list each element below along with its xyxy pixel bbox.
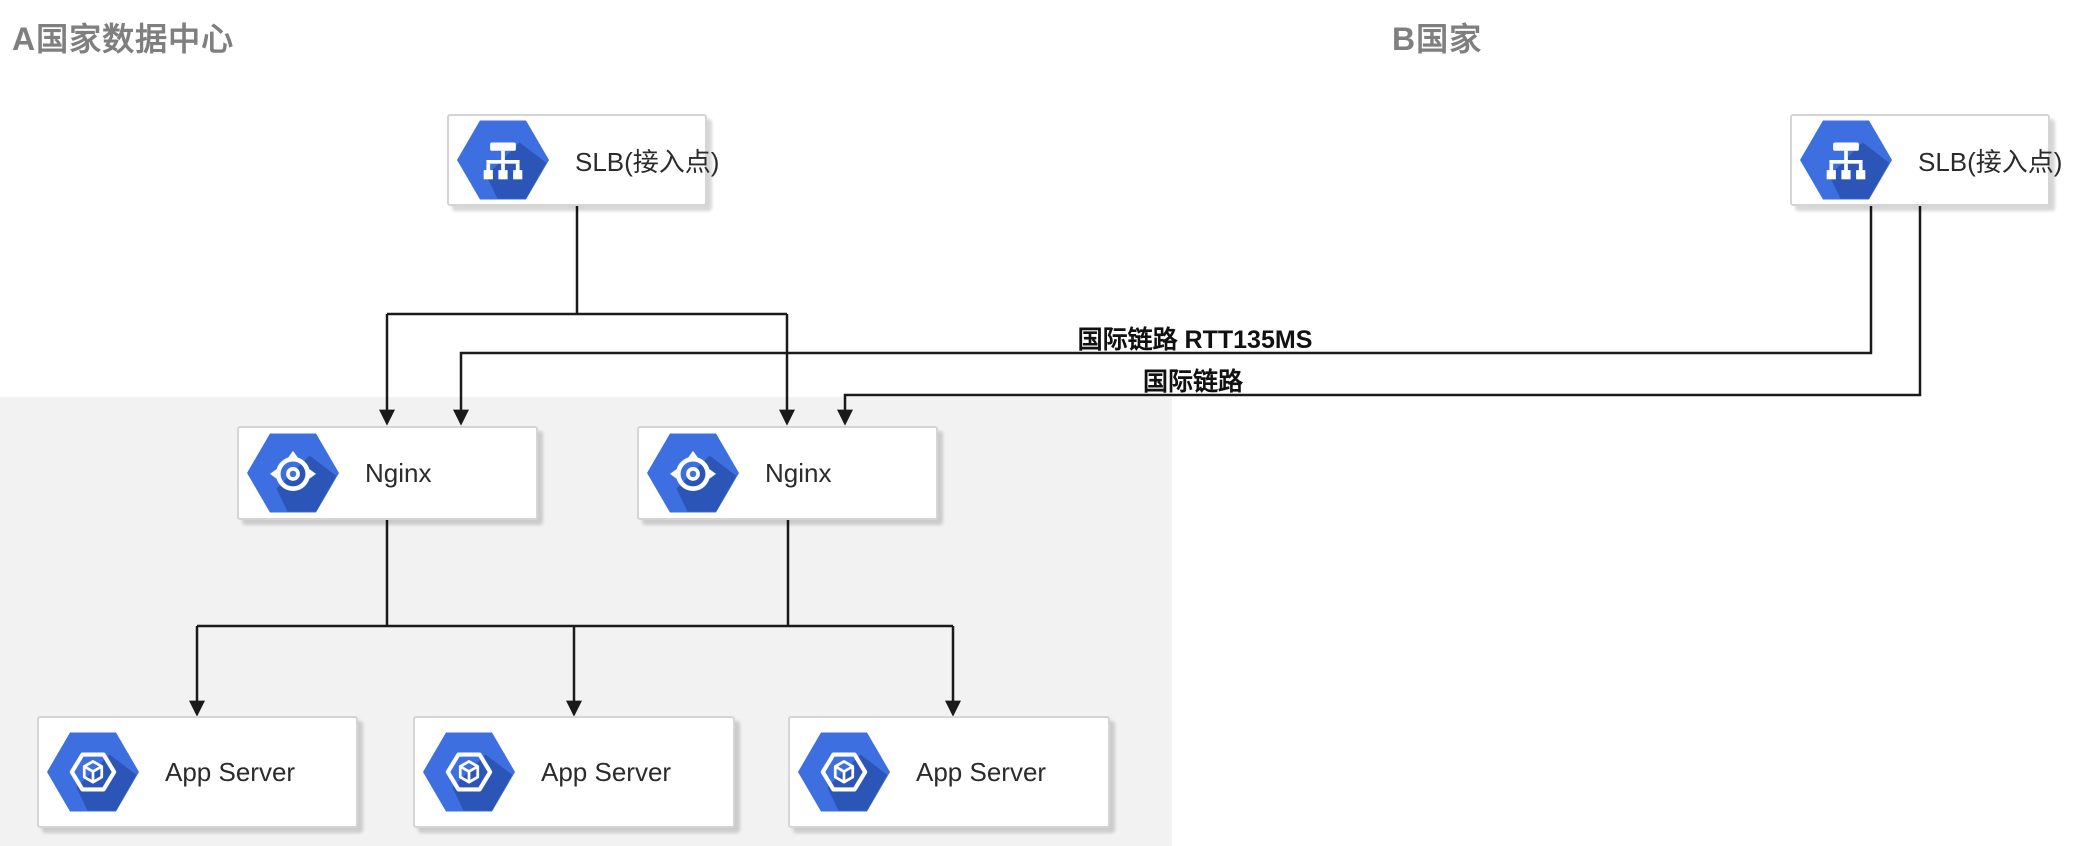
connector-slbb-intl-to-nginx-b[interactable] — [837, 206, 1922, 426]
node-label: Nginx — [765, 457, 832, 488]
node-label: App Server — [165, 756, 296, 787]
node-app-server-3[interactable]: App Server — [788, 716, 1110, 828]
node-label: SLB(接入点) — [575, 146, 720, 177]
node-nginx-a[interactable]: Nginx — [237, 426, 538, 520]
cube-hexagon-icon — [47, 732, 139, 812]
load-balancer-hexagon-icon — [457, 120, 549, 200]
node-label: App Server — [916, 756, 1047, 787]
node-label: App Server — [541, 756, 672, 787]
edge-label-international-link-rtt: 国际链路 RTT135MS — [1077, 326, 1313, 354]
load-balancer-hexagon-icon — [1800, 120, 1892, 200]
node-nginx-b[interactable]: Nginx — [637, 426, 938, 520]
cube-hexagon-icon — [423, 732, 515, 812]
node-app-server-2[interactable]: App Server — [413, 716, 735, 828]
node-label: SLB(接入点) — [1918, 146, 2063, 177]
node-app-server-1[interactable]: App Server — [37, 716, 358, 828]
node-slb-a[interactable]: SLB(接入点) — [447, 114, 719, 206]
node-label: Nginx — [365, 457, 432, 488]
cube-hexagon-icon — [798, 732, 890, 812]
node-slb-b[interactable]: SLB(接入点) — [1790, 114, 2062, 206]
engine-target-hexagon-icon — [247, 433, 339, 513]
connector-slbb-rtt-to-nginx-a[interactable] — [453, 206, 1873, 426]
edge-label-international-link: 国际链路 — [1142, 368, 1243, 396]
zone-title-datacenter-a: A国家数据中心 — [12, 21, 235, 57]
zone-title-country-b: B国家 — [1392, 21, 1483, 57]
engine-target-hexagon-icon — [647, 433, 739, 513]
